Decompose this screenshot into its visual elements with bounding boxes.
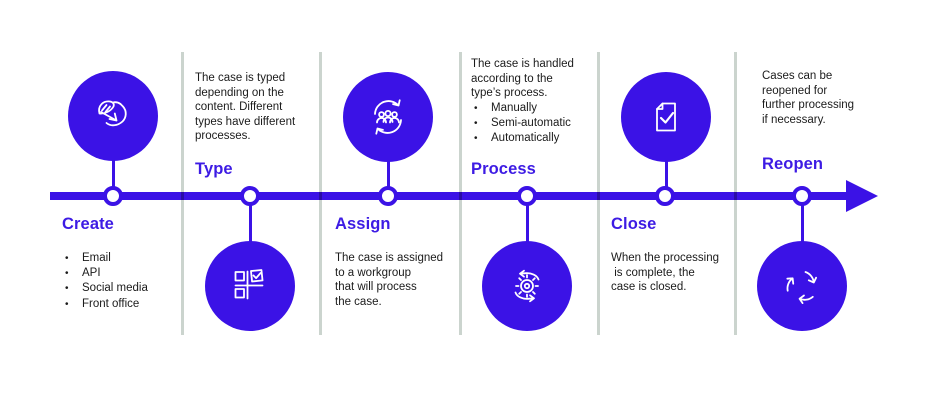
timeline-node-create [103, 186, 123, 206]
list-item: API [62, 266, 202, 281]
stage-label-create: Create [62, 215, 114, 233]
connector-assign [386, 155, 390, 192]
connector-close [664, 155, 668, 192]
list-item: Manually [471, 101, 611, 116]
timeline-node-assign [378, 186, 398, 206]
timeline-node-process [517, 186, 537, 206]
process-icon-circle [482, 241, 572, 331]
list-item: Front office [62, 297, 202, 312]
stage-description-process: The case is handled according to the typ… [471, 58, 574, 99]
list-item: Social media [62, 281, 202, 296]
stage-label-reopen: Reopen [762, 155, 824, 173]
quill-hand-icon [98, 100, 127, 127]
team-cycle-icon [374, 99, 402, 135]
timeline-tick [597, 192, 600, 200]
stage-description-type: The case is typed depending on the conte… [195, 72, 296, 142]
document-check-icon [656, 102, 676, 132]
timeline-node-reopen [792, 186, 812, 206]
stage-description-assign: The case is assigned to a workgroup that… [335, 252, 444, 308]
process-modes-list: Manually Semi-automatic Automatically [471, 101, 611, 147]
type-icon-circle [205, 241, 295, 331]
stage-description-close: When the processing is complete, the cas… [611, 252, 720, 293]
timeline-tick [319, 192, 322, 200]
connector-reopen [800, 200, 804, 245]
recycle-icon [786, 271, 817, 305]
stage-label-assign: Assign [335, 215, 391, 233]
timeline-node-close [655, 186, 675, 206]
close-icon-circle [621, 72, 711, 162]
stage-label-process: Process [471, 160, 536, 178]
list-item: Email [62, 251, 202, 266]
timeline-arrowhead-icon [846, 180, 878, 212]
list-item: Semi-automatic [471, 116, 611, 131]
timeline-tick [459, 192, 462, 200]
connector-create [111, 155, 115, 192]
stage-description-reopen: Cases can be reopened for further proces… [762, 70, 855, 126]
list-item: Automatically [471, 131, 611, 146]
timeline-tick [734, 192, 737, 200]
stage-label-close: Close [611, 215, 657, 233]
connector-type [248, 200, 252, 245]
create-icon-circle [68, 71, 158, 161]
create-channels-list: Email API Social media Front office [62, 251, 202, 312]
timeline-node-type [240, 186, 260, 206]
assign-icon-circle [343, 72, 433, 162]
timeline-tick [181, 192, 184, 200]
gear-cycle-icon [514, 269, 540, 303]
stage-label-type: Type [195, 160, 233, 178]
connector-process [525, 200, 529, 245]
reopen-icon-circle [757, 241, 847, 331]
category-check-icon [234, 269, 264, 300]
timeline-line [50, 192, 850, 200]
